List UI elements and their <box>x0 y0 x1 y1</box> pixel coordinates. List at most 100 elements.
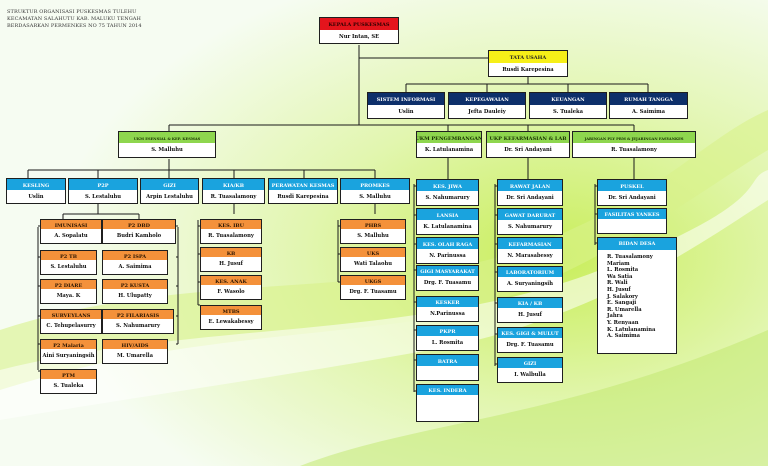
node-title: KESLING <box>7 179 65 192</box>
bidan-desa-name: E. Sangaji <box>607 300 637 307</box>
node-title: MTBS <box>201 306 261 317</box>
node-name: S. Nahumarury <box>417 191 478 205</box>
node-name: Aini Suryaningsih <box>41 349 96 363</box>
node-title: GAWAT DARURAT <box>498 209 562 222</box>
node-name: Dr. Sri Andayani <box>498 191 562 205</box>
node-title: SISTEM INFORMASI <box>368 93 444 107</box>
bidan-desa-name: H. Jusuf <box>607 286 631 293</box>
node-name: Nur Intan, SE <box>320 30 398 43</box>
node-name: Drg. F. Tuasamu <box>341 285 405 299</box>
node-name: R. Tuasalamony <box>203 190 264 203</box>
node-name <box>598 219 666 233</box>
node-title: KEUANGAN <box>530 93 606 107</box>
node-name: H. Jusuf <box>498 308 562 322</box>
node-name: S. Tualeka <box>41 379 96 393</box>
node-name: H. Ulupatty <box>103 289 167 303</box>
node-name: A. Saimima <box>103 260 167 274</box>
node-name: Rusdi Karepesina <box>269 190 337 203</box>
node-name: Jefta Dauleiy <box>449 105 525 118</box>
bidan-desa-name: R. Umarella <box>607 306 642 313</box>
node-name: Arpin Lestaluhu <box>141 190 198 203</box>
node-title: RUMAH TANGGA <box>610 93 687 107</box>
node-name: I. Walbulla <box>498 368 562 382</box>
node-name: Drg. F. Tuasamu <box>417 276 478 290</box>
bidan-desa-name: L. Rosmita <box>607 267 639 274</box>
node-title: PUSKEL <box>598 180 666 193</box>
node-title: P2 FILARIASIS <box>103 310 173 321</box>
node-name: S. Malluhu <box>119 143 215 157</box>
node-batra: BATRA <box>416 354 479 381</box>
node-title: SURVEYLANS <box>41 310 101 321</box>
node-name: S. Lestaluhu <box>69 190 137 203</box>
node-title: GIZI <box>141 179 198 192</box>
node-name: Budri Kamholo <box>103 229 175 243</box>
node-name: L. Rosmita <box>417 336 478 350</box>
node-name: K. Latulanamina <box>417 143 481 157</box>
node-title: UKM ESENSIAL & KEP. KESMAS <box>119 132 215 145</box>
node-name: Uslin <box>368 105 444 118</box>
node-title: KES. ANAK <box>201 276 261 287</box>
node-name: S. Lestaluhu <box>41 260 96 274</box>
node-title: IMUNISASI <box>41 220 101 231</box>
node-title: KIA / KB <box>498 298 562 310</box>
node-title: P2 ISPA <box>103 251 167 262</box>
node-title: UKS <box>341 248 405 259</box>
node-title: UKGS <box>341 276 405 287</box>
bidan-desa-name: Wa Satia <box>607 273 633 280</box>
node-title: PHBS <box>341 220 405 231</box>
node-title: P2 TB <box>41 251 96 262</box>
node-name: S. Malluhu <box>341 229 405 243</box>
node-title: KEPEGAWAIAN <box>449 93 525 107</box>
bidan-desa-name: Jahra <box>607 313 623 320</box>
bidan-desa-name: Mariam <box>607 260 630 267</box>
node-title: LANSIA <box>417 209 478 222</box>
node-title: PROMKES <box>341 179 409 192</box>
node-title: BIDAN DESA <box>598 238 676 250</box>
node-title: TATA USAHA <box>489 51 567 65</box>
node-name: N. Parinussa <box>417 249 478 263</box>
node-name: Wati Talaohu <box>341 257 405 271</box>
node-name: F. Wasolo <box>201 285 261 299</box>
node-title: GIZI <box>498 358 562 370</box>
node-name: R. Tuasalamony <box>573 143 695 157</box>
node-name: S. Malluhu <box>341 190 409 203</box>
node-title: P2 Malaria <box>41 340 96 351</box>
node-title: HIV/AIDS <box>103 340 167 351</box>
node-name: R. Tuasalamony <box>201 229 261 243</box>
chart-header: STRUKTUR ORGANISASI PUSKESMAS TULEHU KEC… <box>7 9 142 30</box>
